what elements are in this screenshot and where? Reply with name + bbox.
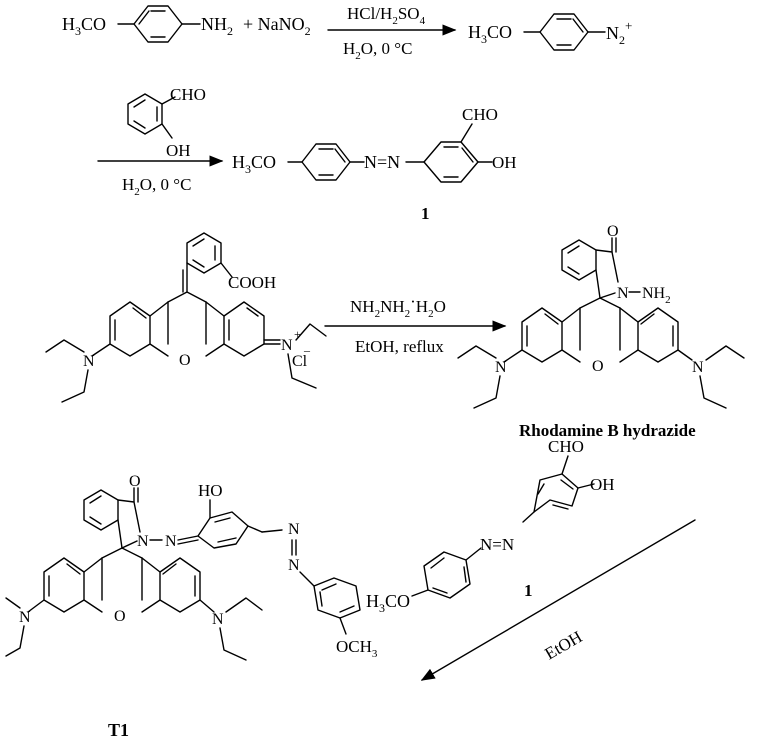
conditions-acid: HCl/H2SO4 <box>347 4 426 27</box>
t1-azo-n1: N <box>288 521 300 538</box>
product-oh-label: OH <box>492 153 517 172</box>
azo-ring-right <box>423 123 493 183</box>
hydrazide-right-amine: N <box>692 359 704 376</box>
compound-1-label: 1 <box>421 204 430 223</box>
reagent-4-cho-label: CHO <box>548 437 584 456</box>
hydrazide-carbonyl-label: O <box>607 223 619 240</box>
reagent-methoxy-label: H3CO <box>366 591 410 615</box>
reaction-3: COOH O N N + <box>45 223 745 440</box>
reagent-1: H3CO N=N CHO OH 1 <box>366 437 615 615</box>
diazonium-ring <box>539 13 589 51</box>
t1-azo-n2: N <box>288 557 300 574</box>
amine-label: NH2 <box>201 14 233 38</box>
chloride-label: Cl <box>292 353 308 370</box>
azo-ring-left <box>301 143 351 181</box>
chloride-minus: – <box>303 343 311 357</box>
reaction-arrow-4 <box>420 519 696 681</box>
left-amine-label: N <box>83 353 95 370</box>
methoxy-label: H3CO <box>62 14 106 38</box>
ethanol-conditions: EtOH <box>542 627 586 663</box>
t1-carbonyl-oxygen: O <box>129 473 141 490</box>
xanthene-oxygen-label: O <box>179 352 191 369</box>
t1-xanthene-oxygen: O <box>114 608 126 625</box>
t1-methoxy-label: OCH3 <box>336 637 378 660</box>
reaction-2: CHO OH H2O, 0 °C H3CO N=N CHO OH 1 <box>97 85 517 223</box>
reagent-cho-label: CHO <box>170 85 206 104</box>
salicylaldehyde: CHO OH <box>127 85 206 160</box>
t1-n2-label: N <box>165 533 177 550</box>
reagent-4-oh-label: OH <box>590 475 615 494</box>
reagent-oh-label: OH <box>166 141 191 160</box>
diazonium-label: N2+ <box>606 18 632 47</box>
product-methoxy-label: H3CO <box>468 22 512 46</box>
conditions-water-cold-2: H2O, 0 °C <box>122 175 191 198</box>
reflux-conditions: EtOH, reflux <box>355 337 444 356</box>
rhodamine-b: COOH O N N + <box>45 232 327 403</box>
sodium-nitrite-label: + NaNO2 <box>243 14 311 38</box>
t1-hydroxyl-label: HO <box>198 481 223 500</box>
t1-product: O N N HO N N OCH3 <box>5 473 378 661</box>
hydrazide-xanthene-oxygen: O <box>592 358 604 375</box>
anisidine-ring <box>133 5 183 43</box>
iminium-plus: + <box>294 327 301 341</box>
reagent-azo-label: N=N <box>480 535 514 554</box>
azo-methoxy-label: H3CO <box>232 152 276 176</box>
rhodamine-hydrazide-label: Rhodamine B hydrazide <box>519 421 696 440</box>
rhodamine-hydrazide: O N NH2 O N N <box>457 223 745 409</box>
t1-right-amine: N <box>212 611 224 628</box>
hydrazine-conditions: NH2NH2·H2O <box>350 292 446 320</box>
cooh-label: COOH <box>228 273 276 292</box>
hydrazide-left-amine: N <box>495 359 507 376</box>
product-cho-label: CHO <box>462 105 498 124</box>
conditions-water-cold: H2O, 0 °C <box>343 39 412 62</box>
reaction-1: H3CO NH2 + NaNO2 HCl/H2SO4 H2O, 0 °C H3C… <box>62 4 632 62</box>
reaction-4: H3CO N=N CHO OH 1 EtOH <box>5 437 696 740</box>
hydrazide-n-label: N <box>617 285 629 302</box>
hydrazide-nh2-label: NH2 <box>642 285 671 306</box>
t1-label: T1 <box>108 720 129 740</box>
t1-left-amine: N <box>19 609 31 626</box>
right-iminium-label: N <box>281 337 293 354</box>
azo-group-label: N=N <box>364 152 400 172</box>
reagent-compound-1-label: 1 <box>524 581 533 600</box>
t1-n1-label: N <box>137 533 149 550</box>
